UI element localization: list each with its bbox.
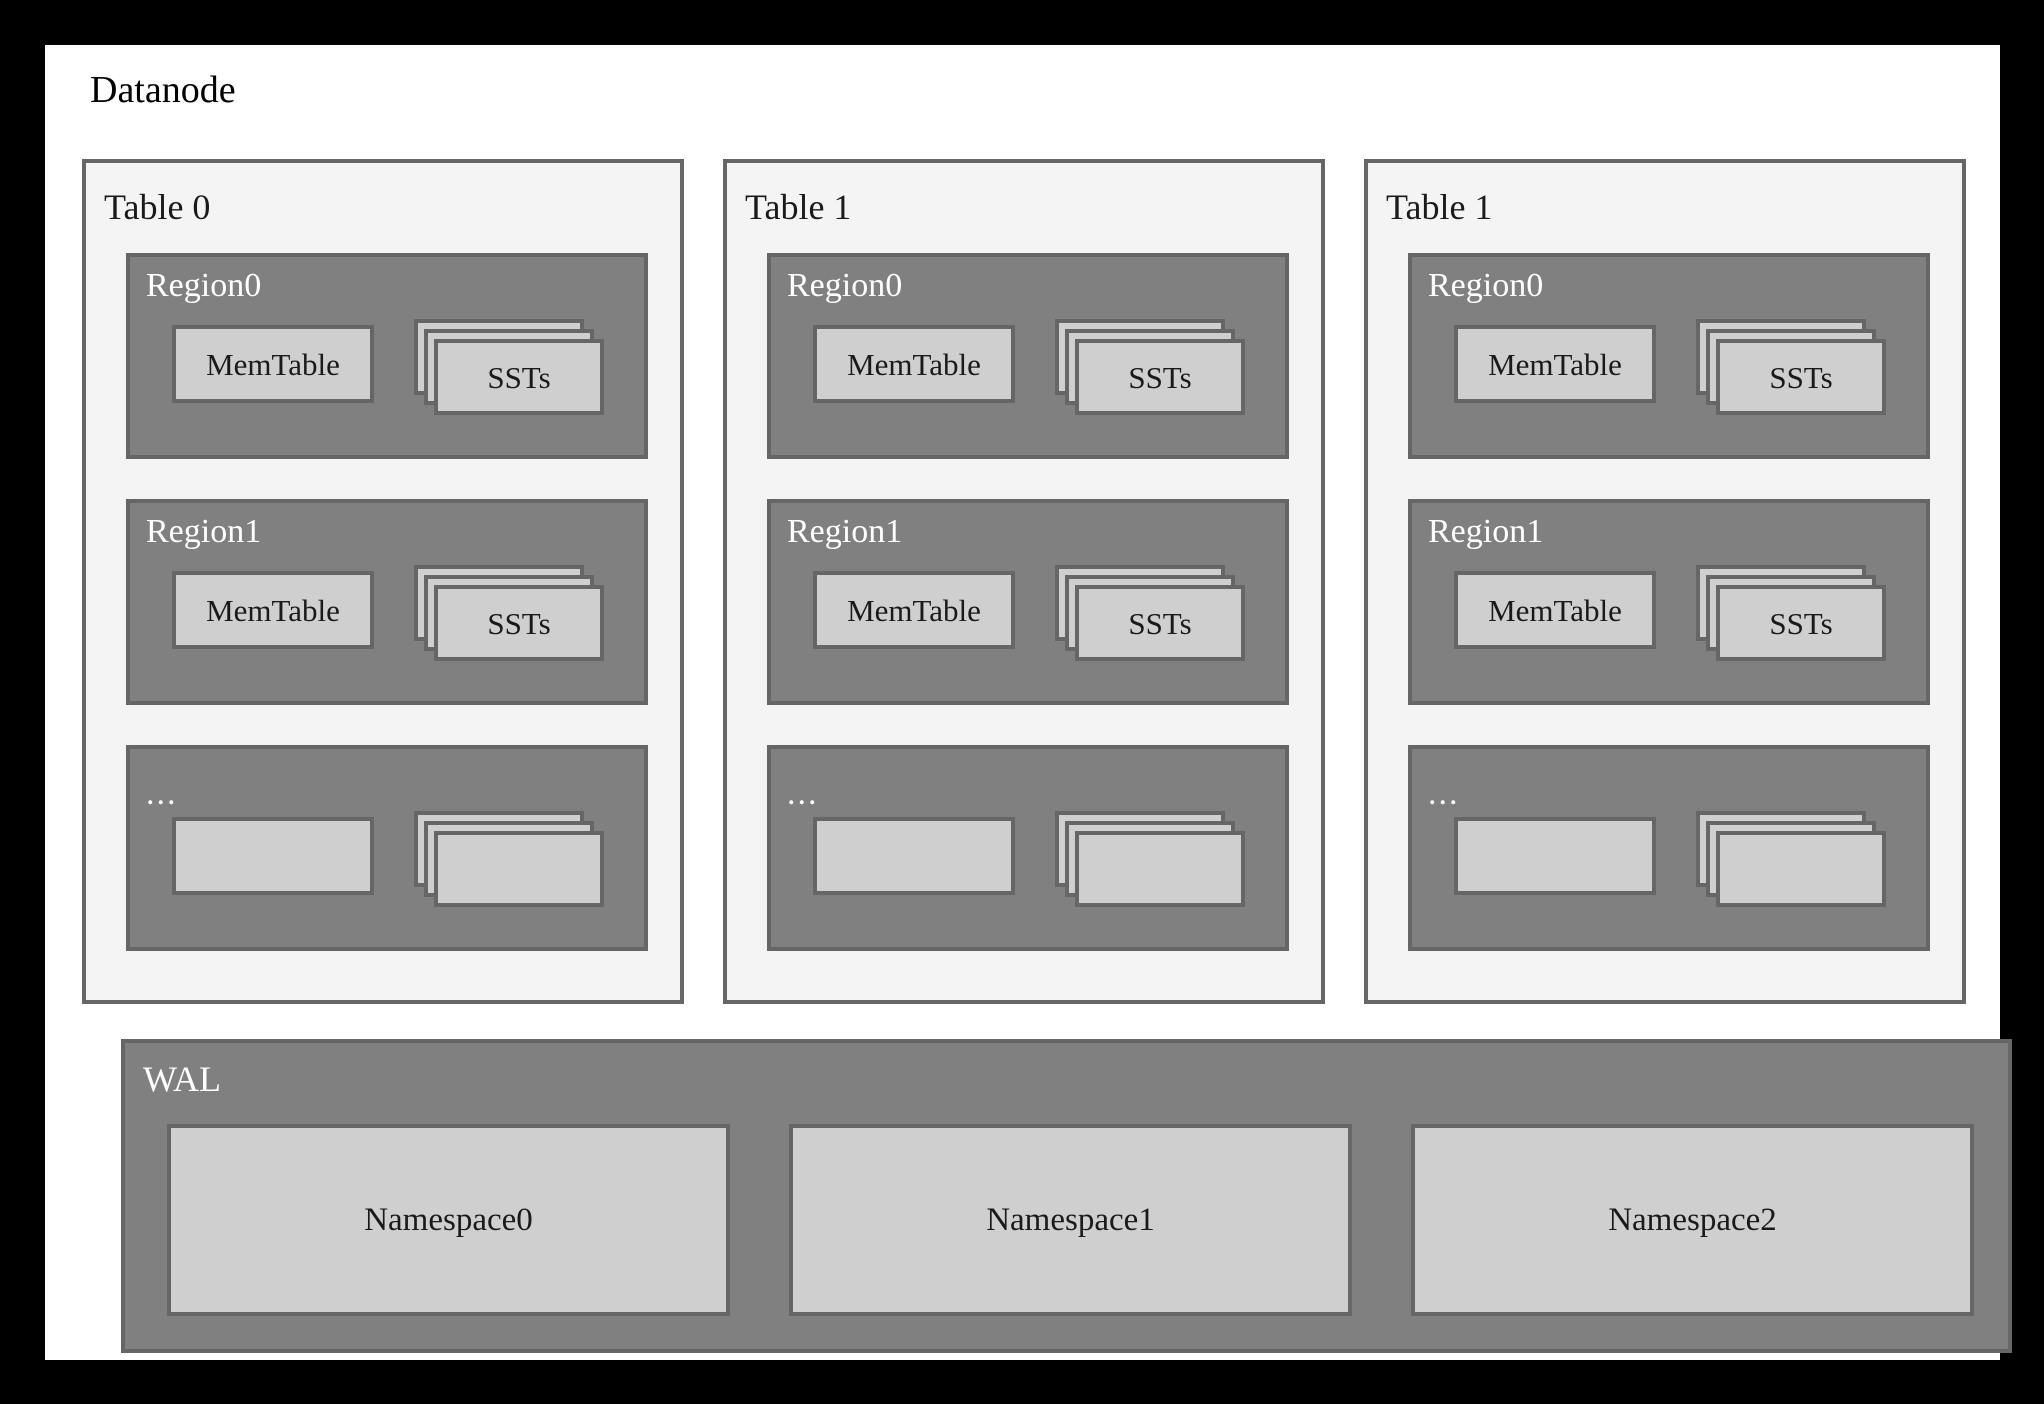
sst-sheet-front: SSTs: [434, 585, 604, 661]
sst-sheet-front: [1075, 831, 1245, 907]
region-box[interactable]: Region0 MemTable SSTs: [767, 253, 1289, 459]
ssts-label: SSTs: [1769, 605, 1833, 641]
memtable-label: MemTable: [206, 346, 340, 382]
region-box[interactable]: Region1 MemTable SSTs: [767, 499, 1289, 705]
sst-sheet-front: [434, 831, 604, 907]
ssts-stack[interactable]: SSTs: [414, 319, 604, 415]
ssts-stack[interactable]: SSTs: [1696, 565, 1886, 661]
region-box[interactable]: Region0 MemTable SSTs: [126, 253, 648, 459]
memtable-box-placeholder[interactable]: [172, 817, 374, 895]
namespace-box-2[interactable]: Namespace2: [1411, 1124, 1974, 1316]
memtable-box[interactable]: MemTable: [1454, 325, 1656, 403]
table-label: Table 0: [104, 187, 211, 227]
memtable-box[interactable]: MemTable: [813, 571, 1015, 649]
ssts-label: SSTs: [1769, 359, 1833, 395]
sst-sheet-front: SSTs: [434, 339, 604, 415]
wal-label: WAL: [143, 1059, 221, 1099]
region-ellipsis-label: ...: [787, 775, 819, 812]
memtable-label: MemTable: [847, 346, 981, 382]
ssts-stack[interactable]: SSTs: [414, 565, 604, 661]
memtable-box[interactable]: MemTable: [813, 325, 1015, 403]
table-box-1[interactable]: Table 1 Region0 MemTable SSTs Region1 Me: [723, 159, 1325, 1004]
memtable-box[interactable]: MemTable: [172, 571, 374, 649]
sst-sheet-front: [1716, 831, 1886, 907]
region-box[interactable]: Region1 MemTable SSTs: [126, 499, 648, 705]
sst-sheet-front: SSTs: [1716, 585, 1886, 661]
region-box-ellipsis[interactable]: ...: [1408, 745, 1930, 951]
region-ellipsis-label: ...: [1428, 775, 1460, 812]
region-label: Region1: [787, 513, 903, 550]
memtable-label: MemTable: [1488, 346, 1622, 382]
memtable-label: MemTable: [847, 592, 981, 628]
table-label: Table 1: [745, 187, 852, 227]
ssts-stack-placeholder[interactable]: [1696, 811, 1886, 907]
sst-sheet-front: SSTs: [1716, 339, 1886, 415]
namespace-label: Namespace1: [986, 1201, 1155, 1238]
memtable-box-placeholder[interactable]: [813, 817, 1015, 895]
namespace-label: Namespace0: [364, 1201, 533, 1238]
namespace-box-1[interactable]: Namespace1: [789, 1124, 1352, 1316]
memtable-label: MemTable: [1488, 592, 1622, 628]
table-box-2[interactable]: Table 1 Region0 MemTable SSTs Region1 Me: [1364, 159, 1966, 1004]
ssts-stack[interactable]: SSTs: [1055, 319, 1245, 415]
memtable-label: MemTable: [206, 592, 340, 628]
ssts-stack[interactable]: SSTs: [1696, 319, 1886, 415]
region-label: Region0: [787, 267, 903, 304]
region-label: Region0: [1428, 267, 1544, 304]
ssts-stack-placeholder[interactable]: [1055, 811, 1245, 907]
region-box[interactable]: Region0 MemTable SSTs: [1408, 253, 1930, 459]
region-label: Region0: [146, 267, 262, 304]
region-label: Region1: [1428, 513, 1544, 550]
region-label: Region1: [146, 513, 262, 550]
memtable-box-placeholder[interactable]: [1454, 817, 1656, 895]
region-box-ellipsis[interactable]: ...: [126, 745, 648, 951]
ssts-label: SSTs: [487, 359, 551, 395]
tables-row: Table 0 Region0 MemTable SSTs Region1 Me: [82, 159, 1972, 1004]
ssts-stack-placeholder[interactable]: [414, 811, 604, 907]
ssts-label: SSTs: [1128, 359, 1192, 395]
wal-box[interactable]: WAL Namespace0 Namespace1 Namespace2: [121, 1039, 2012, 1353]
table-box-0[interactable]: Table 0 Region0 MemTable SSTs Region1 Me: [82, 159, 684, 1004]
namespace-label: Namespace2: [1608, 1201, 1777, 1238]
datanode-container: Datanode Table 0 Region0 MemTable SSTs: [45, 45, 2012, 1360]
table-label: Table 1: [1386, 187, 1493, 227]
sst-sheet-front: SSTs: [1075, 585, 1245, 661]
sst-sheet-front: SSTs: [1075, 339, 1245, 415]
datanode-title: Datanode: [90, 69, 236, 111]
ssts-label: SSTs: [487, 605, 551, 641]
region-box[interactable]: Region1 MemTable SSTs: [1408, 499, 1930, 705]
ssts-stack[interactable]: SSTs: [1055, 565, 1245, 661]
namespace-box-0[interactable]: Namespace0: [167, 1124, 730, 1316]
region-box-ellipsis[interactable]: ...: [767, 745, 1289, 951]
memtable-box[interactable]: MemTable: [172, 325, 374, 403]
ssts-label: SSTs: [1128, 605, 1192, 641]
region-ellipsis-label: ...: [146, 775, 178, 812]
memtable-box[interactable]: MemTable: [1454, 571, 1656, 649]
